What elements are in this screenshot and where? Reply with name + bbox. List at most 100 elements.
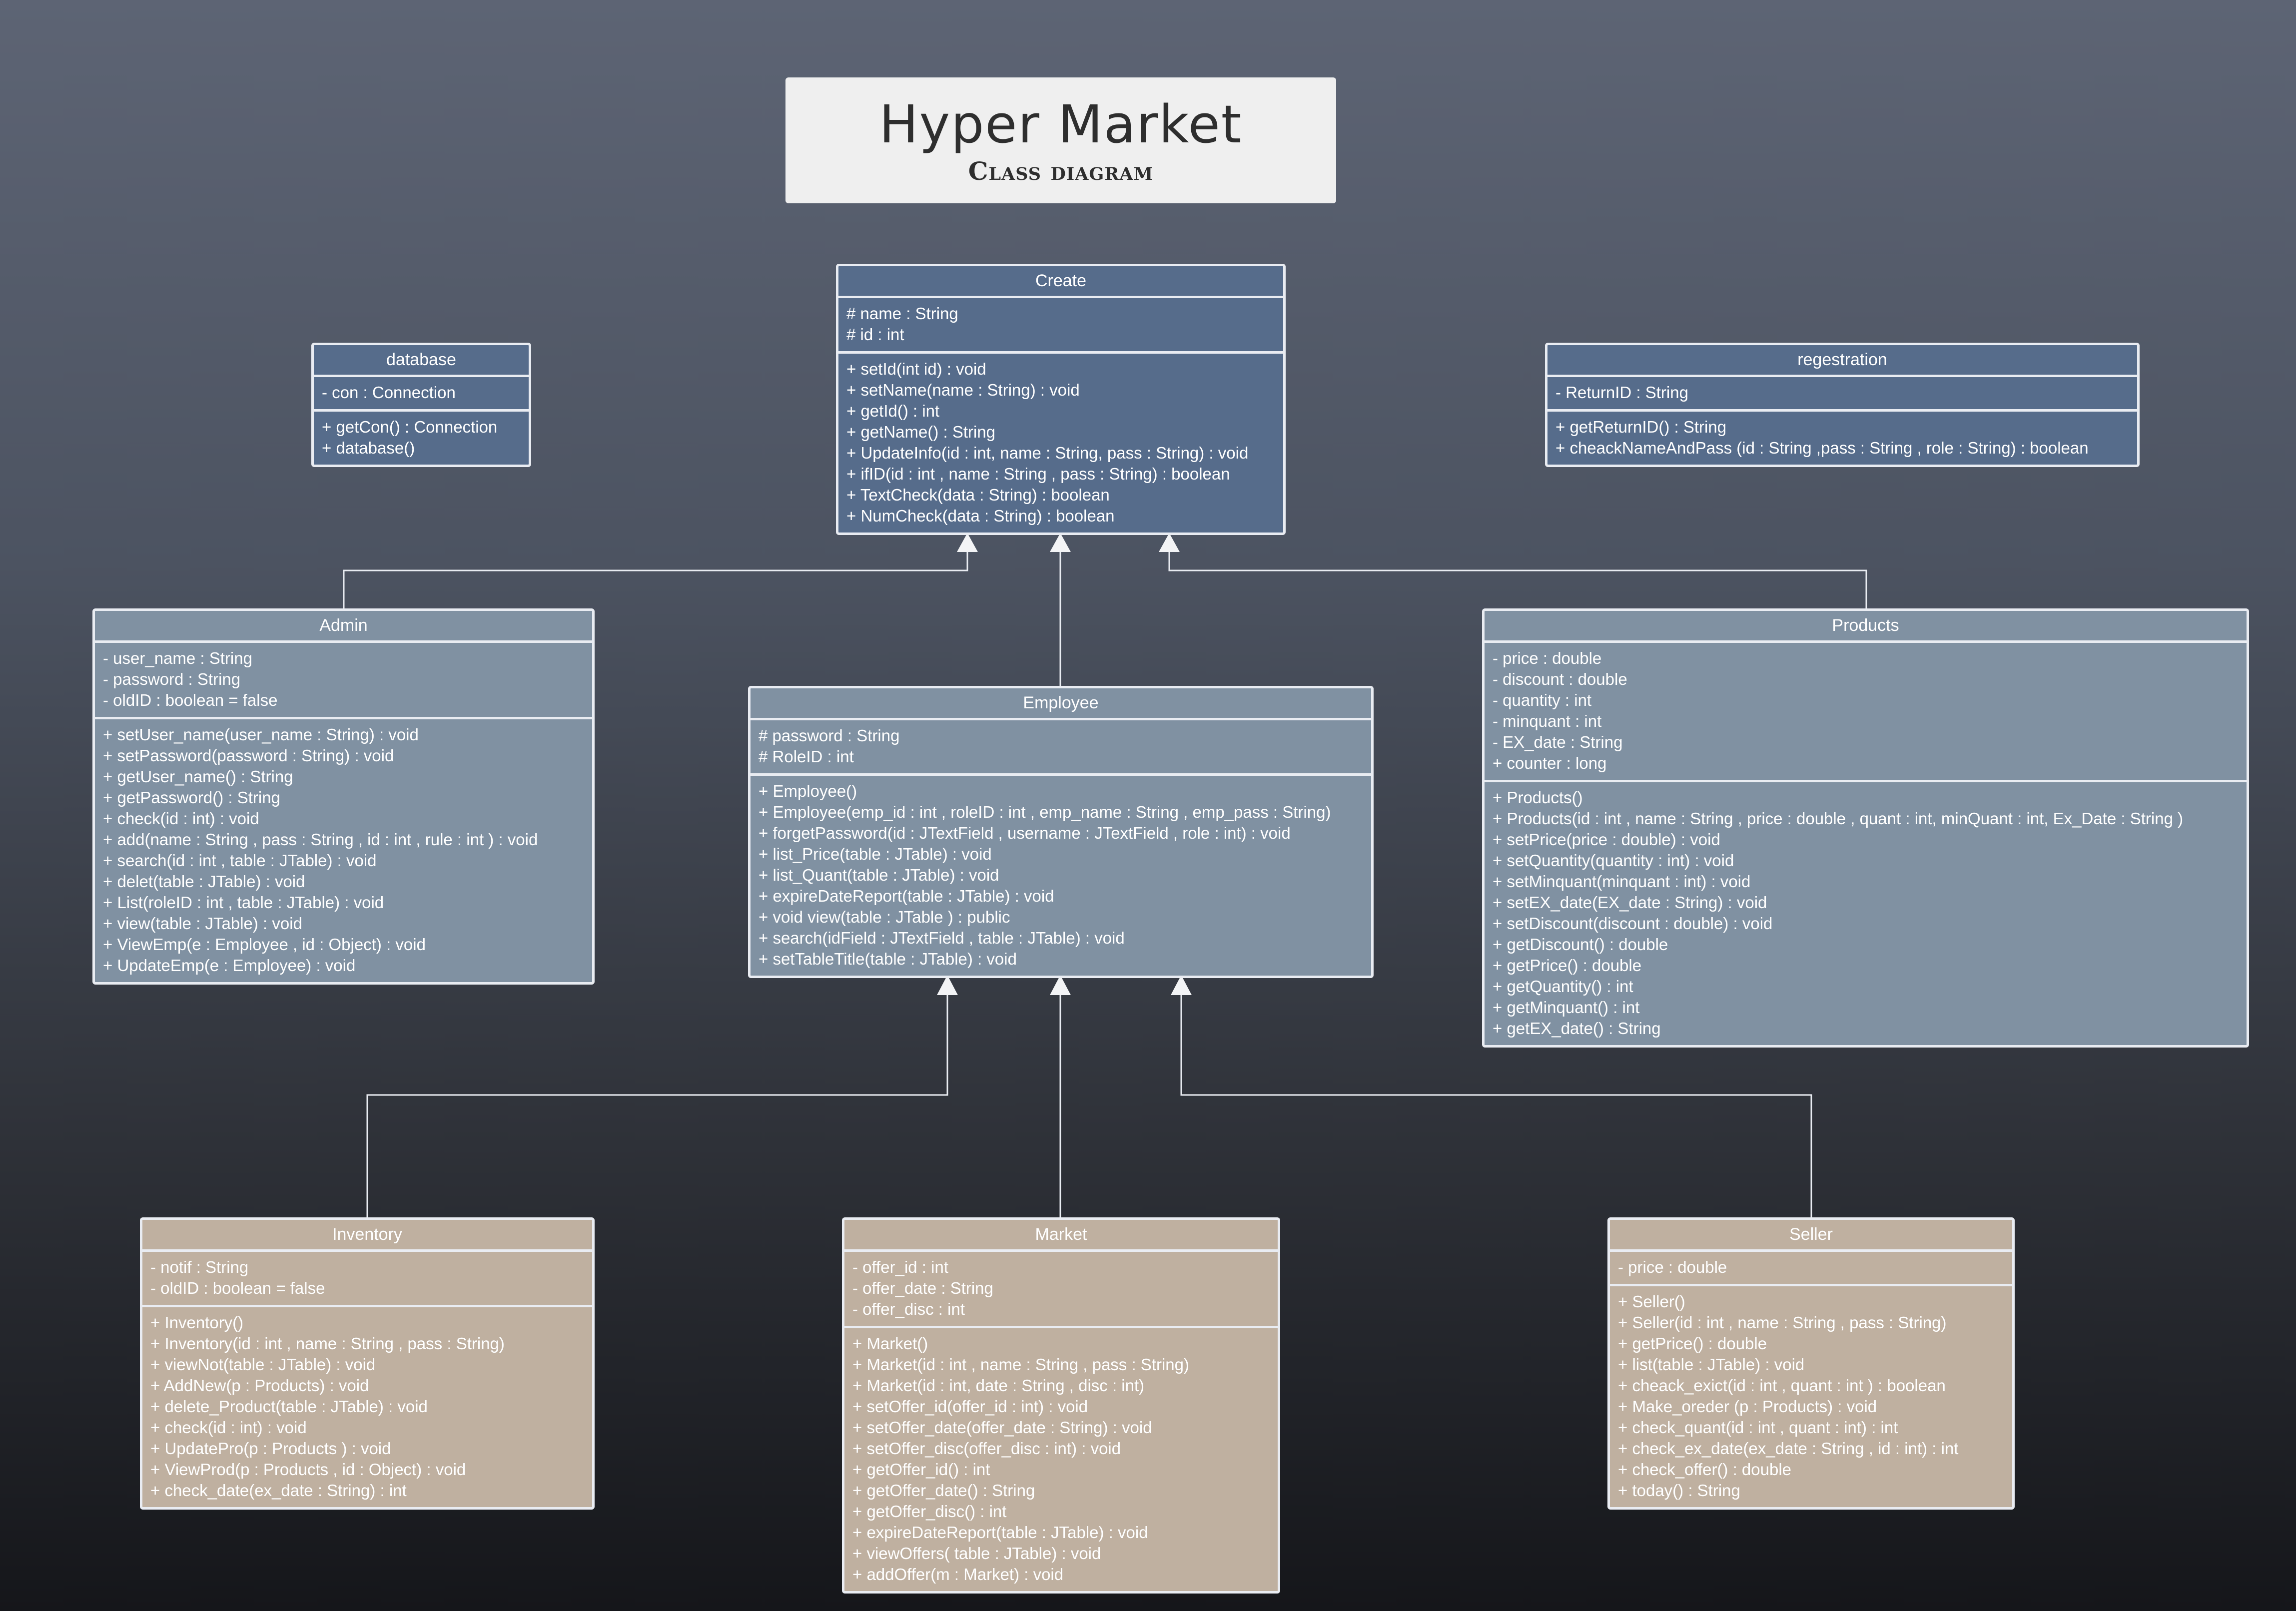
method: + Products() bbox=[1493, 788, 1583, 807]
method: + Seller(id : int , name : String , pass… bbox=[1618, 1313, 1947, 1332]
class-market[interactable]: Market - offer_id : int - offer_date : Str… bbox=[842, 1217, 1280, 1594]
attribute: - ReturnID : String bbox=[1555, 383, 1688, 402]
attribute: - con : Connection bbox=[322, 383, 456, 402]
method: + ifID(id : int , name : String , pass :… bbox=[846, 465, 1230, 483]
class-database[interactable]: database - con : Connection + getCon() : C… bbox=[311, 343, 531, 467]
method: + check_date(ex_date : String) : int bbox=[150, 1481, 407, 1500]
method: + cheackNameAndPass (id : String ,pass :… bbox=[1555, 439, 2089, 457]
arrowhead-products-create bbox=[1159, 533, 1180, 552]
arrowhead-admin-create bbox=[957, 533, 978, 552]
method: + getCon() : Connection bbox=[322, 418, 498, 436]
method: + getId() : int bbox=[846, 402, 940, 420]
methods-section: + Products() + Products(id : int , name :… bbox=[1485, 780, 2247, 1045]
attribute: - password : String bbox=[103, 670, 241, 688]
method: + today() : String bbox=[1618, 1481, 1740, 1500]
arrowhead-seller-employee bbox=[1171, 975, 1192, 995]
arrowhead-inventory-employee bbox=[937, 975, 958, 995]
class-name: database bbox=[314, 345, 529, 377]
methods-section: + getReturnID() : String+ cheackNameAndP… bbox=[1547, 409, 2137, 465]
method: + view(table : JTable) : void bbox=[103, 914, 302, 933]
method: + getUser_name() : String bbox=[103, 767, 293, 786]
method: + search(id : int , table : JTable) : vo… bbox=[103, 851, 377, 870]
method: + UpdateInfo(id : int, name : String, pa… bbox=[846, 444, 1249, 462]
method: + list(table : JTable) : void bbox=[1618, 1355, 1805, 1374]
class-name: Market bbox=[844, 1220, 1278, 1252]
method: + setPassword(password : String) : void bbox=[103, 746, 394, 765]
method: + expireDateReport(table : JTable) : voi… bbox=[759, 887, 1054, 905]
method: + getOffer_date() : String bbox=[852, 1481, 1035, 1500]
method: + ViewProd(p : Products , id : Object) :… bbox=[150, 1460, 466, 1479]
attribute: - quantity : int bbox=[1493, 691, 1592, 709]
class-create[interactable]: Create# name : String# id : int+ setId(i… bbox=[836, 264, 1286, 535]
class-name: Products bbox=[1485, 611, 2247, 643]
methods-section: + getCon() : Connection + database() bbox=[314, 409, 529, 465]
method: + setDiscount(discount : double) : void bbox=[1493, 914, 1773, 933]
method: + setMinquant(minquant : int) : void bbox=[1493, 872, 1751, 891]
method: + delete_Product(table : JTable) : void bbox=[150, 1397, 428, 1416]
diagram-title: Hyper Market bbox=[879, 94, 1243, 155]
edge-products-create bbox=[1168, 552, 1867, 608]
method: + Market(id : int , name : String , pass… bbox=[852, 1355, 1190, 1374]
method: + TextCheck(data : String) : boolean bbox=[846, 486, 1110, 504]
class-employee[interactable]: Employee# password : String# RoleID : in… bbox=[748, 686, 1374, 978]
method: + UpdateEmp(e : Employee) : void bbox=[103, 956, 356, 975]
method: + getQuantity() : int bbox=[1493, 977, 1633, 996]
class-products[interactable]: Products- price : double- discount : dou… bbox=[1482, 608, 2249, 1048]
method: + check(id : int) : void bbox=[103, 809, 259, 828]
methods-section: + Employee()+ Employee(emp_id : int , ro… bbox=[751, 773, 1371, 976]
method: + getDiscount() : double bbox=[1493, 935, 1668, 954]
attribute: # id : int bbox=[846, 325, 904, 344]
edge-inventory-employee bbox=[366, 995, 948, 1217]
attribute: # name : String bbox=[846, 304, 958, 323]
method: + Employee() bbox=[759, 782, 857, 800]
attribute: - offer_date : String bbox=[852, 1279, 993, 1297]
method: + viewNot(table : JTable) : void bbox=[150, 1355, 376, 1374]
method: + List(roleID : int , table : JTable) : … bbox=[103, 893, 384, 912]
edge-admin-create bbox=[343, 552, 968, 608]
method: + check(id : int) : void bbox=[150, 1418, 307, 1437]
attribute: - offer_id : int bbox=[852, 1258, 948, 1276]
method: + Market() bbox=[852, 1334, 928, 1353]
attribute: - minquant : int bbox=[1493, 712, 1602, 730]
method: + setId(int id) : void bbox=[846, 360, 986, 378]
class-seller[interactable]: Seller- price : double+ Seller()+ Seller… bbox=[1607, 1217, 2015, 1510]
method: + check_offer() : double bbox=[1618, 1460, 1792, 1479]
method: + getPrice() : double bbox=[1618, 1334, 1767, 1353]
attribute: - price : double bbox=[1618, 1258, 1727, 1276]
method: + forgetPassword(id : JTextField , usern… bbox=[759, 824, 1291, 842]
class-name: Inventory bbox=[142, 1220, 592, 1252]
diagram-title-card: Hyper Market Class diagram bbox=[785, 77, 1336, 203]
method: + setUser_name(user_name : String) : voi… bbox=[103, 725, 419, 744]
method: + NumCheck(data : String) : boolean bbox=[846, 507, 1115, 525]
methods-section: + setId(int id) : void + setName(name : S… bbox=[838, 351, 1283, 533]
method: + setOffer_disc(offer_disc : int) : void bbox=[852, 1439, 1121, 1458]
class-regestration[interactable]: regestration - ReturnID : String + getRetu… bbox=[1545, 343, 2140, 467]
attributes-section: - ReturnID : String bbox=[1547, 377, 2137, 409]
method: + check_quant(id : int , quant : int) : … bbox=[1618, 1418, 1898, 1437]
class-name: Seller bbox=[1610, 1220, 2012, 1252]
edge-seller-employee bbox=[1180, 995, 1812, 1217]
class-name: regestration bbox=[1547, 345, 2137, 377]
attributes-section: - price : double- discount : double- qua… bbox=[1485, 643, 2247, 780]
method: + Inventory() bbox=[150, 1313, 244, 1332]
attribute: - oldID : boolean = false bbox=[103, 691, 278, 709]
method: + getEX_date() : String bbox=[1493, 1019, 1661, 1038]
class-admin[interactable]: Admin- user_name : String- password : St… bbox=[92, 608, 595, 985]
method: + setName(name : String) : void bbox=[846, 381, 1080, 399]
method: + database() bbox=[322, 439, 415, 457]
attributes-section: - offer_id : int- offer_date : String- o… bbox=[844, 1252, 1278, 1326]
method: + addOffer(m : Market) : void bbox=[852, 1565, 1064, 1584]
class-name: Admin bbox=[95, 611, 592, 643]
method: + Products(id : int , name : String , pr… bbox=[1493, 809, 2184, 828]
class-inventory[interactable]: Inventory- notif : String- oldID : boole… bbox=[140, 1217, 595, 1510]
attribute: - notif : String bbox=[150, 1258, 249, 1276]
method: + Market(id : int, date : String , disc … bbox=[852, 1376, 1145, 1395]
method: + Make_oreder (p : Products) : void bbox=[1618, 1397, 1877, 1416]
attribute: # password : String bbox=[759, 726, 900, 745]
method: + delet(table : JTable) : void bbox=[103, 872, 305, 891]
method: + setQuantity(quantity : int) : void bbox=[1493, 851, 1734, 870]
method: + setOffer_id(offer_id : int) : void bbox=[852, 1397, 1088, 1416]
method: + getMinquant() : int bbox=[1493, 998, 1640, 1017]
method: + AddNew(p : Products) : void bbox=[150, 1376, 369, 1395]
